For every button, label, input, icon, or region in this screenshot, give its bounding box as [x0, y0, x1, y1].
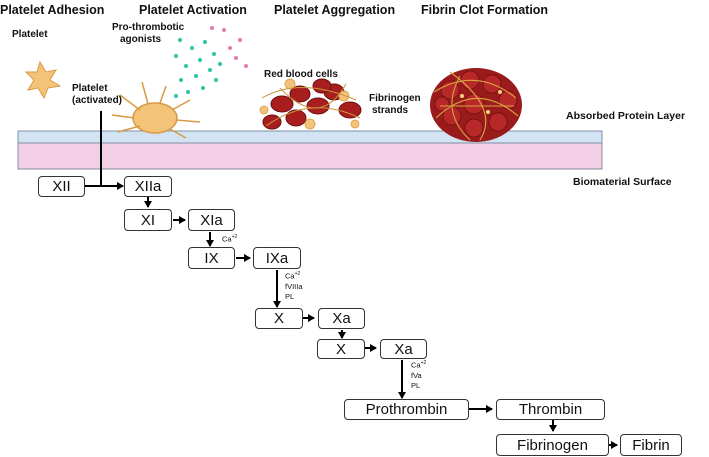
factor-xa-box-1: Xa: [318, 308, 365, 329]
label-red-blood-cells: Red blood cells: [264, 69, 338, 80]
header-platelet-activation: Platelet Activation: [139, 3, 247, 17]
label-agonists: Pro-thrombotic agonists: [112, 22, 185, 45]
header-platelet-aggregation: Platelet Aggregation: [274, 3, 396, 17]
factor-xi-box: XI: [124, 209, 172, 231]
cofactor-group-ixa: Ca+2 fVIIIa PL: [285, 271, 303, 301]
cascade-arrows: [85, 111, 618, 449]
prothrombin-box: Prothrombin: [344, 399, 469, 420]
header-fibrin-clot-formation: Fibrin Clot Formation: [421, 3, 549, 17]
aggregation-cluster: [259, 78, 362, 130]
factor-xia-box: XIa: [188, 209, 235, 231]
factor-xii-box: XII: [38, 176, 85, 197]
factor-ix-box: IX: [188, 247, 235, 269]
fibrinogen-box: Fibrinogen: [496, 434, 609, 456]
label-platelet: Platelet: [12, 29, 48, 40]
label-protein-layer: Absorbed Protein Layer: [566, 110, 686, 122]
agonist-dots: [174, 26, 248, 98]
factor-xa-box-2: Xa: [380, 339, 427, 359]
label-platelet-activated: Platelet (activated): [72, 83, 123, 106]
fibrin-clot: [430, 68, 522, 142]
factor-x-box-1: X: [255, 308, 303, 329]
thrombin-box: Thrombin: [496, 399, 605, 420]
platelet-activated: [111, 81, 201, 139]
factor-xiia-box: XIIa: [124, 176, 172, 197]
cofactor-ca-xia: Ca+2: [222, 234, 238, 244]
biomaterial-surface: [17, 140, 603, 170]
factor-ixa-box: IXa: [253, 247, 301, 269]
fibrin-box: Fibrin: [620, 434, 682, 456]
header-platelet-adhesion: Platelet Adhesion: [0, 3, 105, 17]
label-biomaterial-surface: Biomaterial Surface: [573, 176, 672, 188]
platelet-resting: [24, 60, 62, 100]
cofactor-group-xa: Ca+2 fVa PL: [411, 360, 427, 390]
protein-layer: [17, 130, 603, 144]
label-fibrinogen-strands: Fibrinogen strands: [369, 93, 421, 116]
factor-x-box-2: X: [317, 339, 365, 359]
